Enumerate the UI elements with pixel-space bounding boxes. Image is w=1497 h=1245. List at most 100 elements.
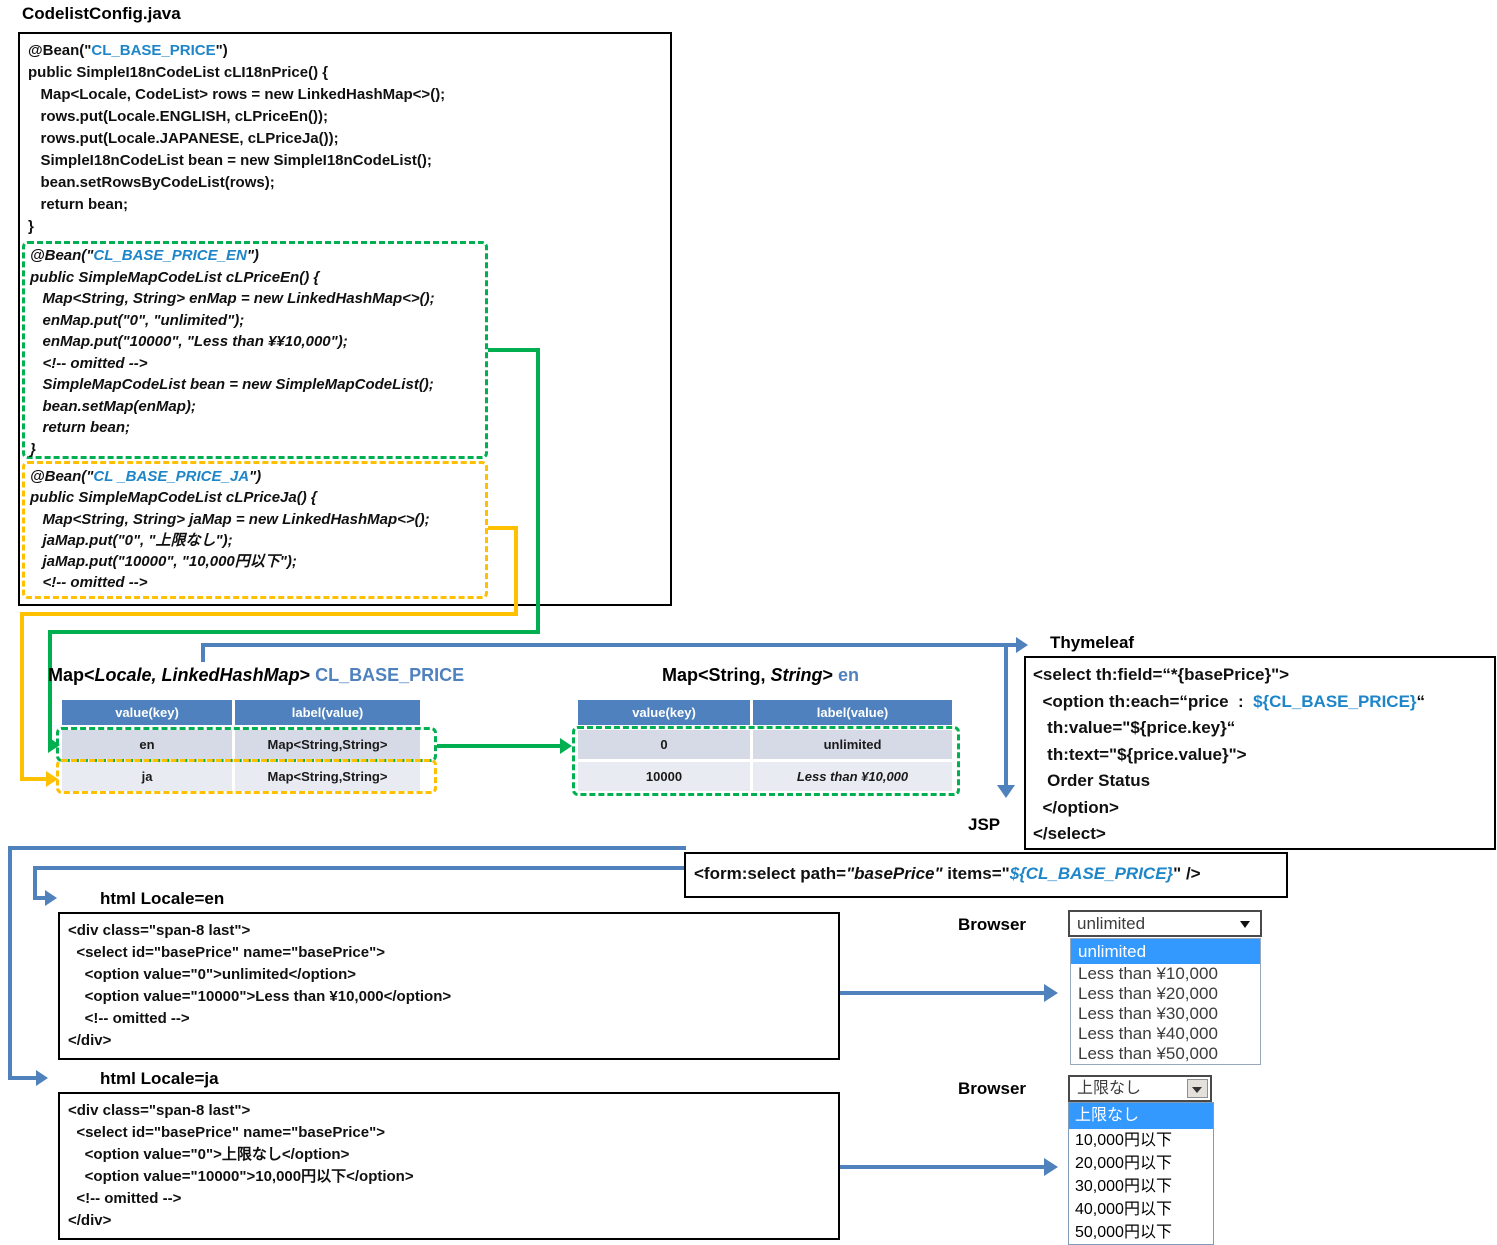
- yellow-connector-segment: [20, 612, 518, 616]
- yellow-connector-segment: [20, 612, 24, 779]
- code-line: <select id="basePrice" name="basePrice">: [68, 1124, 385, 1141]
- code-line: Map<String, String> enMap = new LinkedHa…: [30, 290, 435, 307]
- title-italic-text: Locale, LinkedHashMap: [94, 665, 300, 685]
- ja-select-field[interactable]: 上限なし: [1068, 1075, 1212, 1102]
- bean-i18n-code-block: @Bean("CL_BASE_PRICE")public SimpleI18nC…: [28, 40, 445, 238]
- table-cell: Map<String,String>: [235, 762, 420, 791]
- thymeleaf-code: <select th:field=“*{basePrice}"> <option…: [1033, 662, 1425, 848]
- bean-en-code-block: @Bean("CL_BASE_PRICE_EN")public SimpleMa…: [30, 245, 435, 460]
- column-header: value(key): [62, 700, 232, 725]
- html-en-label: html Locale=en: [100, 889, 225, 908]
- html-ja-code-box: [58, 1092, 840, 1240]
- ja-selected-value: 上限なし: [1077, 1080, 1142, 1097]
- blue-arrowhead-icon: [1044, 1158, 1058, 1176]
- jsp-label: JSP: [968, 815, 1001, 834]
- code-line: <!-- omitted -->: [30, 574, 148, 592]
- code-line: <option value="0">上限なし</option>: [68, 1146, 350, 1163]
- thymeleaf-label: Thymeleaf: [1050, 633, 1135, 652]
- jsp-to-ja-connector: [8, 846, 686, 850]
- yellow-connector-segment: [20, 777, 48, 781]
- en-selected-value: unlimited: [1077, 914, 1146, 933]
- code-line: return bean;: [28, 196, 129, 213]
- code-line: @Bean("CL _BASE_PRICE_JA"): [30, 468, 262, 485]
- ja-row-dashed-box: [56, 759, 437, 794]
- dropdown-option[interactable]: 50,000円以下: [1075, 1224, 1172, 1241]
- code-line: public SimpleI18nCodeList cLI18nPrice() …: [28, 64, 329, 81]
- en-map-table-title: Map<String, String> en: [662, 664, 859, 686]
- blue-connector-segment: [201, 645, 205, 662]
- title-text: >: [822, 665, 839, 685]
- code-line: enMap.put("10000", "Less than ¥¥10,000")…: [30, 333, 348, 350]
- table-cell: Map<String,String>: [235, 730, 420, 759]
- table-cell: unlimited: [753, 730, 952, 759]
- en-to-browser-connector: [840, 991, 1046, 995]
- yellow-connector-segment: [514, 526, 518, 616]
- title-text: Map<String,: [662, 665, 771, 685]
- code-line: return bean;: [30, 419, 131, 436]
- dropdown-option[interactable]: 10,000円以下: [1075, 1132, 1172, 1149]
- thymeleaf-code-box: [1024, 656, 1496, 850]
- code-line: <form:select path="basePrice" items="${C…: [694, 864, 1201, 883]
- ja-options-list: 上限なし 10,000円以下 20,000円以下 30,000円以下 40,000円以下…: [1068, 1102, 1214, 1245]
- jsp-code: <form:select path="basePrice" items="${C…: [694, 861, 1201, 888]
- jsp-code-box: [684, 852, 1288, 898]
- en-select-field[interactable]: unlimited: [1068, 910, 1262, 937]
- table-cell: ja: [62, 762, 232, 791]
- table-cell: Less than ¥10,000: [753, 762, 952, 791]
- code-line: public SimpleMapCodeList cLPriceJa() {: [30, 489, 317, 507]
- jsp-to-en-connector: [33, 866, 37, 900]
- code-line: Map<Locale, CodeList> rows = new LinkedH…: [28, 86, 446, 103]
- blue-connector-segment: [1004, 643, 1008, 787]
- code-line: <!-- omitted -->: [68, 1190, 182, 1207]
- ja-to-browser-connector: [840, 1165, 1046, 1169]
- code-line: </div>: [68, 1212, 112, 1229]
- code-line: Map<String, String> jaMap = new LinkedHa…: [30, 510, 430, 528]
- code-line: <!-- omitted -->: [68, 1010, 190, 1027]
- dropdown-arrow-icon[interactable]: [1240, 921, 1250, 928]
- jsp-to-ja-connector: [8, 846, 12, 1080]
- jsp-to-en-connector: [33, 866, 686, 870]
- green-connector-segment: [488, 348, 540, 352]
- dropdown-option[interactable]: Less than ¥20,000: [1078, 984, 1218, 1003]
- green-connector-segment: [48, 630, 52, 745]
- code-line: th:value="${price.key}“: [1033, 718, 1236, 737]
- file-title: CodelistConfig.java: [22, 4, 181, 23]
- title-bean-name: CL_BASE_PRICE: [315, 665, 465, 685]
- dropdown-option[interactable]: Less than ¥40,000: [1078, 1024, 1218, 1043]
- code-line: <!-- omitted -->: [30, 354, 148, 372]
- green-connector-segment: [536, 348, 540, 634]
- jsp-to-ja-connector: [8, 1076, 38, 1080]
- code-line: <select th:field=“*{basePrice}">: [1033, 665, 1290, 684]
- dropdown-option[interactable]: Less than ¥10,000: [1078, 964, 1218, 983]
- title-locale-name: en: [838, 665, 860, 685]
- code-line: jaMap.put("10000", "10,000円以下");: [30, 553, 297, 571]
- code-line: </option>: [1033, 797, 1119, 817]
- en-map-dashed-box: [572, 726, 960, 796]
- dropdown-option[interactable]: 40,000円以下: [1075, 1201, 1172, 1218]
- code-line: <div class="span-8 last">: [68, 922, 251, 939]
- table-cell: 0: [578, 730, 750, 759]
- column-header: label(value): [753, 700, 952, 725]
- code-line: <option value="10000">Less than ¥10,000<…: [68, 988, 452, 1005]
- jsp-to-en-connector: [33, 896, 47, 900]
- dropdown-option[interactable]: 20,000円以下: [1075, 1155, 1172, 1172]
- dropdown-option[interactable]: 上限なし: [1069, 1103, 1213, 1129]
- html-en-code: <div class="span-8 last"> <select id="ba…: [68, 920, 451, 1052]
- dropdown-option[interactable]: Less than ¥50,000: [1078, 1044, 1218, 1063]
- dropdown-option[interactable]: 30,000円以下: [1075, 1178, 1172, 1195]
- green-connector-segment: [437, 744, 563, 748]
- dropdown-option[interactable]: unlimited: [1071, 939, 1260, 964]
- code-line: SimpleMapCodeList bean = new SimpleMapCo…: [30, 376, 434, 393]
- title-text: Map<: [48, 665, 95, 685]
- code-line: bean.setMap(enMap);: [30, 397, 196, 415]
- dropdown-option[interactable]: Less than ¥30,000: [1078, 1004, 1218, 1023]
- code-line: }: [28, 218, 34, 235]
- code-line: rows.put(Locale.JAPANESE, cLPriceJa());: [28, 130, 339, 147]
- dropdown-button[interactable]: [1187, 1079, 1208, 1098]
- bean-ja-dashed-box: [22, 461, 488, 599]
- html-en-code-box: [58, 912, 840, 1060]
- code-line: public SimpleMapCodeList cLPriceEn() {: [30, 268, 320, 286]
- blue-arrowhead-icon: [36, 1070, 48, 1086]
- dropdown-arrow-icon: [1192, 1087, 1202, 1093]
